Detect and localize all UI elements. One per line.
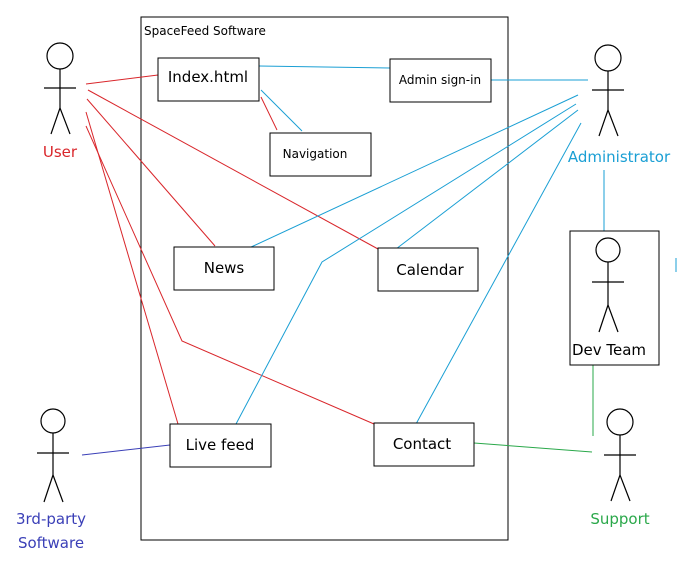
third-party-actor-label-line1: 3rd-party (16, 510, 86, 528)
user-livefeed-link (85, 111, 179, 425)
admin-associations (235, 65, 677, 425)
use-case-contact-label: Contact (393, 435, 451, 453)
dev-team-actor-label: Dev Team (572, 341, 646, 359)
admin-contact-link (415, 122, 582, 425)
use-case-contact: Contact (373, 422, 475, 467)
use-case-navigation: Navigation (269, 132, 372, 177)
use-case-news: News (173, 246, 275, 291)
user-actor-icon (44, 42, 76, 135)
use-case-index-label: Index.html (168, 68, 248, 86)
use-case-calendar-label: Calendar (396, 261, 464, 279)
thirdparty-livefeed-link (81, 444, 171, 456)
user-contact-link (85, 125, 375, 425)
index-navigation-red-link (260, 96, 278, 131)
admin-calendar-link (395, 109, 579, 250)
use-case-calendar: Calendar (377, 247, 479, 292)
dev-team-actor-icon (592, 237, 624, 333)
administrator-actor-icon (592, 44, 624, 137)
dev-team-box (569, 230, 660, 366)
use-case-admin-signin-label: Admin sign-in (399, 73, 481, 87)
user-associations (85, 74, 379, 425)
admin-livefeed-link (235, 103, 577, 425)
support-actor-label: Support (590, 510, 649, 528)
use-case-admin-signin: Admin sign-in (389, 58, 492, 103)
index-navigation-blue-link (260, 89, 303, 132)
index-adminsignin-link (258, 65, 391, 69)
use-case-live-feed-label: Live feed (186, 436, 255, 454)
use-case-news-label: News (204, 259, 245, 277)
administrator-actor-label: Administrator (568, 148, 671, 166)
third-party-actor-icon (37, 408, 69, 503)
use-case-index: Index.html (157, 57, 260, 102)
use-case-live-feed: Live feed (169, 423, 272, 468)
user-actor-label: User (43, 143, 78, 161)
user-calendar-link (87, 89, 379, 250)
admin-news-link (248, 94, 579, 249)
third-party-actor-label-line2: Software (18, 534, 84, 552)
support-contact-link (473, 442, 593, 453)
user-news-link (86, 98, 216, 247)
system-title: SpaceFeed Software (144, 24, 266, 38)
support-actor-icon (604, 408, 636, 502)
user-index-link (85, 74, 159, 85)
use-case-navigation-label: Navigation (283, 147, 348, 161)
